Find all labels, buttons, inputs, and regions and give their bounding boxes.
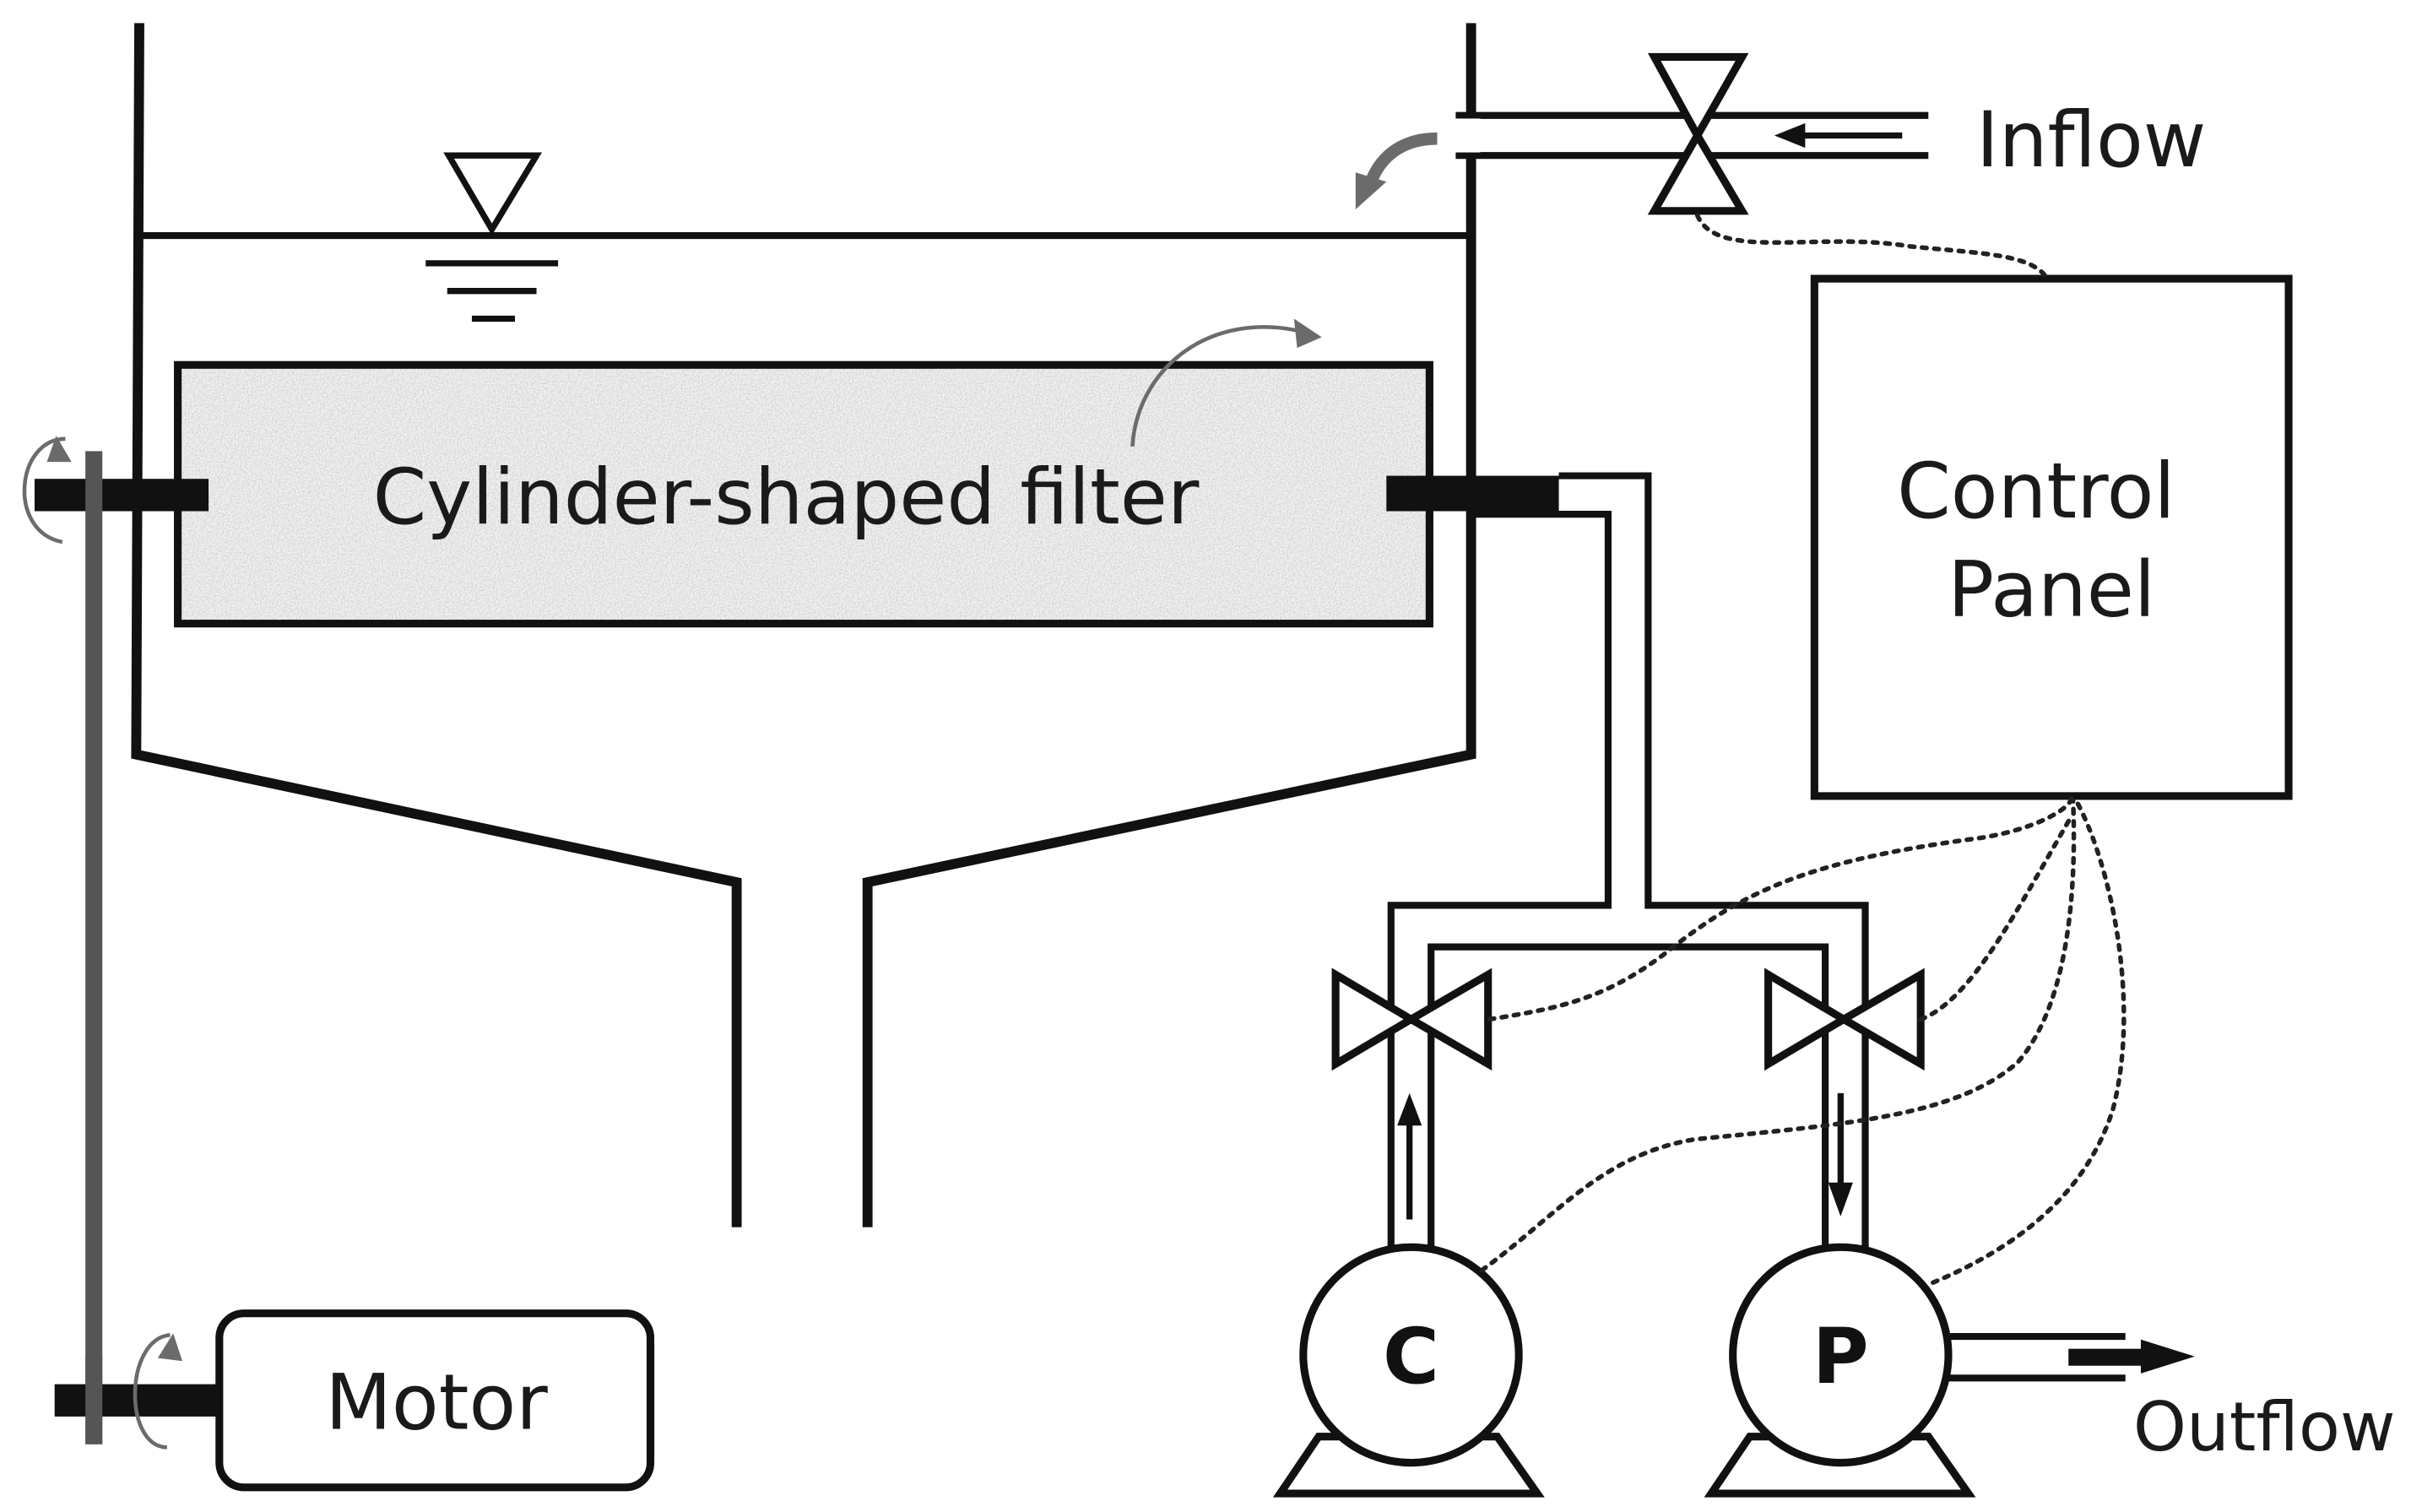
inflow-valve-icon: [1647, 52, 1749, 215]
outflow-arrow-icon: [2068, 1339, 2195, 1374]
tank: [131, 23, 1476, 1227]
outflow-label: Outflow: [2133, 1388, 2396, 1466]
motor-label: Motor: [325, 1358, 548, 1448]
signal-line-pump-p: [1931, 798, 2127, 1285]
drive-belt: [85, 451, 103, 1444]
signal-line-p-valve: [1918, 813, 2074, 1022]
signal-line-pump-c: [1479, 798, 2077, 1273]
signal-line-c-valve: [1487, 795, 2074, 1022]
down-arrow-icon: [1828, 1092, 1853, 1217]
right-shaft-stub: [1386, 475, 1559, 512]
filter-label: Cylinder-shaped filter: [373, 452, 1200, 542]
motor: Motor: [54, 1309, 655, 1492]
c-line-valve-icon: [1331, 967, 1493, 1071]
inflow-curve-arrow-icon: [1355, 132, 1438, 210]
filtrate-piping: [1387, 472, 1869, 1250]
cylinder-filter: Cylinder-shaped filter: [174, 360, 1433, 628]
control-panel: Control Panel: [1810, 274, 2293, 800]
rotation-arrow-icon: [1130, 318, 1322, 447]
left-shaft-stub: [34, 479, 209, 512]
pump-p-label: P: [1812, 1311, 1869, 1401]
water-level-icon: [425, 152, 559, 322]
control-panel-label-line1: Control: [1897, 446, 2175, 536]
up-arrow-icon: [1397, 1092, 1422, 1220]
inflow-arrow-icon: [1774, 122, 1903, 149]
p-line-valve-icon: [1764, 967, 1925, 1071]
inflow-label: Inflow: [1976, 95, 2206, 185]
outflow-pipe: [1948, 1332, 2126, 1382]
rotation-arrow-icon: [22, 436, 72, 545]
tank-left-wall: [131, 23, 742, 1227]
signal-line-inflow-valve: [1694, 213, 2051, 283]
pump-c-label: C: [1383, 1311, 1439, 1401]
pump-c: C: [1272, 1243, 1545, 1498]
tank-right-wall: [862, 23, 1476, 1227]
pump-p: P: [1704, 1243, 1976, 1498]
control-panel-label-line2: Panel: [1948, 545, 2155, 635]
control-signal-lines: [1479, 213, 2127, 1285]
